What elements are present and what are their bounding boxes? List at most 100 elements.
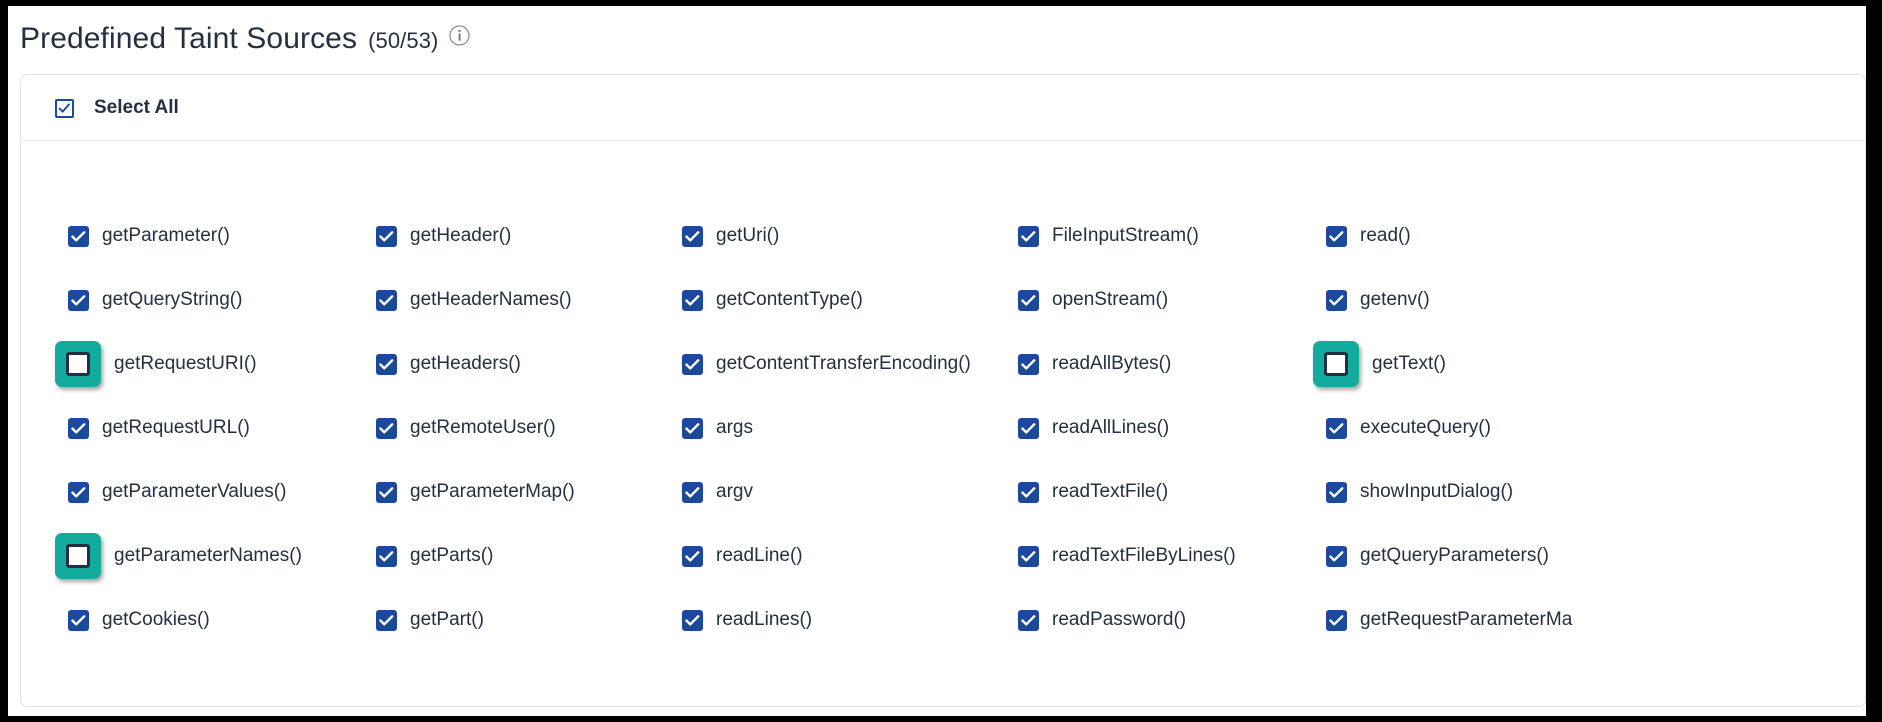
taint-source-item[interactable]: getenv(): [1326, 289, 1430, 311]
taint-source-label: getHeaderNames(): [410, 289, 572, 310]
taint-source-item[interactable]: getParameterNames(): [55, 533, 302, 579]
taint-source-item[interactable]: readLines(): [682, 609, 812, 631]
taint-source-label: executeQuery(): [1360, 417, 1491, 438]
taint-source-item[interactable]: getHeaderNames(): [376, 289, 572, 311]
select-all-row[interactable]: Select All: [21, 75, 1865, 141]
taint-source-label: getPart(): [410, 609, 484, 630]
checkbox-checked[interactable]: [682, 481, 703, 503]
checkbox-checked[interactable]: [1326, 417, 1347, 439]
taint-source-item[interactable]: getParts(): [376, 545, 493, 567]
taint-source-item[interactable]: getPart(): [376, 609, 484, 631]
checkbox-checked[interactable]: [1326, 289, 1347, 311]
taint-source-label: getUri(): [716, 225, 780, 246]
taint-source-label: getRequestURL(): [102, 417, 250, 438]
checkbox-checked[interactable]: [1018, 353, 1039, 375]
taint-source-item[interactable]: readAllBytes(): [1018, 353, 1171, 375]
taint-source-label: getHeaders(): [410, 353, 521, 374]
checkbox-checked[interactable]: [376, 289, 397, 311]
taint-source-label: argv: [716, 481, 753, 502]
taint-source-item[interactable]: getParameterMap(): [376, 481, 575, 503]
checkbox-checked[interactable]: [68, 417, 89, 439]
taint-source-item[interactable]: getQueryParameters(): [1326, 545, 1549, 567]
taint-source-item[interactable]: FileInputStream(): [1018, 225, 1199, 247]
taint-source-item[interactable]: showInputDialog(): [1326, 481, 1513, 503]
taint-source-item[interactable]: getHeader(): [376, 225, 511, 247]
checkbox-unchecked[interactable]: [66, 352, 90, 376]
checkbox-highlight-ring[interactable]: [55, 341, 101, 387]
checkbox-checked[interactable]: [682, 545, 703, 567]
checkbox-highlight-ring[interactable]: [55, 533, 101, 579]
checkbox-checked[interactable]: [1018, 417, 1039, 439]
taint-source-item[interactable]: executeQuery(): [1326, 417, 1491, 439]
info-icon[interactable]: [449, 25, 471, 46]
checkbox-checked[interactable]: [68, 481, 89, 503]
checkbox-checked[interactable]: [376, 481, 397, 503]
taint-source-item[interactable]: getParameter(): [68, 225, 230, 247]
checkbox-checked[interactable]: [682, 609, 703, 631]
taint-source-item[interactable]: readLine(): [682, 545, 803, 567]
taint-source-label: getQueryString(): [102, 289, 243, 310]
taint-source-item[interactable]: getHeaders(): [376, 353, 521, 375]
taint-source-label: readAllLines(): [1052, 417, 1170, 438]
taint-source-label: FileInputStream(): [1052, 225, 1199, 246]
taint-source-label: readPassword(): [1052, 609, 1187, 630]
taint-source-item[interactable]: getRequestURL(): [68, 417, 250, 439]
checkbox-highlight-ring[interactable]: [1313, 341, 1359, 387]
page-container: Predefined Taint Sources (50/53): [8, 6, 1866, 716]
taint-source-label: showInputDialog(): [1360, 481, 1514, 502]
taint-source-item[interactable]: openStream(): [1018, 289, 1168, 311]
checkbox-checked[interactable]: [1018, 609, 1039, 631]
taint-source-item[interactable]: getRequestURI(): [55, 341, 257, 387]
checkbox-checked[interactable]: [1018, 289, 1039, 311]
taint-source-item[interactable]: readPassword(): [1018, 609, 1186, 631]
checkbox-checked[interactable]: [68, 225, 89, 247]
checkbox-checked[interactable]: [376, 225, 397, 247]
checkbox-checked[interactable]: [1326, 545, 1347, 567]
checkbox-checked[interactable]: [376, 545, 397, 567]
checkbox-checked[interactable]: [682, 417, 703, 439]
taint-source-item[interactable]: getUri(): [682, 225, 779, 247]
taint-source-label: getContentTransferEncoding(): [716, 353, 971, 374]
checkbox-unchecked[interactable]: [66, 544, 90, 568]
taint-source-label: readTextFileByLines(): [1052, 545, 1236, 566]
checkbox-checked[interactable]: [68, 289, 89, 311]
taint-source-item[interactable]: getText(): [1313, 341, 1446, 387]
checkbox-checked[interactable]: [376, 609, 397, 631]
checkbox-checked[interactable]: [376, 353, 397, 375]
select-all-checkbox[interactable]: [55, 99, 74, 118]
checkbox-unchecked[interactable]: [1324, 352, 1348, 376]
taint-source-item[interactable]: readTextFileByLines(): [1018, 545, 1236, 567]
taint-source-item[interactable]: getRemoteUser(): [376, 417, 556, 439]
taint-source-label: getRequestURI(): [114, 353, 257, 374]
checkbox-checked[interactable]: [1018, 225, 1039, 247]
taint-source-item[interactable]: readAllLines(): [1018, 417, 1169, 439]
taint-source-label: getContentType(): [716, 289, 863, 310]
taint-source-item[interactable]: getContentType(): [682, 289, 863, 311]
checkbox-checked[interactable]: [1326, 225, 1347, 247]
taint-source-item[interactable]: getCookies(): [68, 609, 210, 631]
taint-source-label: getRequestParameterMa: [1360, 609, 1573, 630]
taint-source-item[interactable]: read(): [1326, 225, 1411, 247]
checkbox-checked[interactable]: [682, 353, 703, 375]
checkbox-checked[interactable]: [1018, 545, 1039, 567]
taint-source-item[interactable]: argv: [682, 481, 753, 503]
page-title: Predefined Taint Sources: [20, 22, 358, 55]
taint-source-item[interactable]: readTextFile(): [1018, 481, 1168, 503]
taint-source-label: getParameter(): [102, 225, 230, 246]
taint-source-label: readLine(): [716, 545, 803, 566]
taint-source-item[interactable]: getRequestParameterMa: [1326, 609, 1572, 631]
checkbox-checked[interactable]: [68, 609, 89, 631]
checkbox-checked[interactable]: [1018, 481, 1039, 503]
taint-source-item[interactable]: getQueryString(): [68, 289, 242, 311]
checkbox-checked[interactable]: [1326, 481, 1347, 503]
taint-source-item[interactable]: args: [682, 417, 753, 439]
taint-source-label: readTextFile(): [1052, 481, 1169, 502]
checkbox-checked[interactable]: [682, 225, 703, 247]
checkbox-checked[interactable]: [376, 417, 397, 439]
checkbox-checked[interactable]: [682, 289, 703, 311]
taint-source-item[interactable]: getParameterValues(): [68, 481, 286, 503]
checkbox-checked[interactable]: [1326, 609, 1347, 631]
taint-source-label: readAllBytes(): [1052, 353, 1172, 374]
taint-source-item[interactable]: getContentTransferEncoding(): [682, 353, 971, 375]
taint-source-label: read(): [1360, 225, 1411, 246]
